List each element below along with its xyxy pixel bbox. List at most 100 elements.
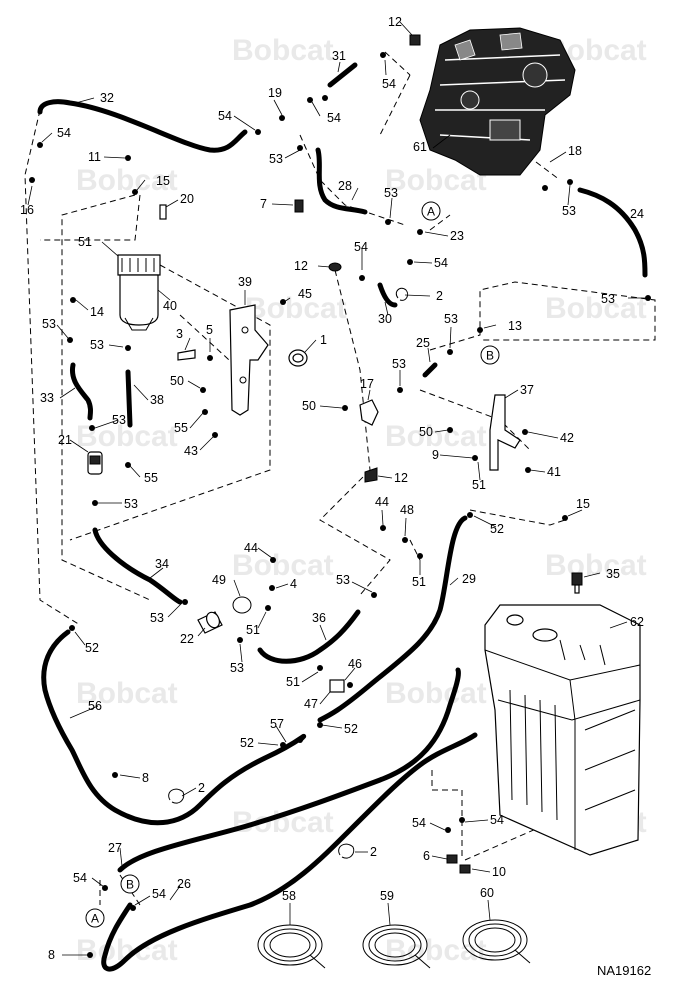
hose-56 bbox=[41, 629, 307, 826]
callout-36: 36 bbox=[312, 611, 326, 625]
callout-16: 16 bbox=[20, 203, 34, 217]
watermark: Bobcat bbox=[76, 934, 178, 967]
callout-59: 59 bbox=[380, 889, 394, 903]
callout-52: 52 bbox=[490, 522, 504, 536]
callout-55: 55 bbox=[144, 471, 158, 485]
callout-6: 6 bbox=[423, 849, 430, 863]
fuel-filter-22 bbox=[197, 611, 223, 634]
callout-41: 41 bbox=[547, 465, 561, 479]
callout-47: 47 bbox=[304, 697, 318, 711]
hose-coil-59 bbox=[362, 924, 431, 969]
callout-54: 54 bbox=[434, 256, 448, 270]
callout-3: 3 bbox=[176, 327, 183, 341]
callout-2: 2 bbox=[370, 845, 377, 859]
callout-39: 39 bbox=[238, 275, 252, 289]
callout-50: 50 bbox=[170, 374, 184, 388]
seal-1 bbox=[288, 349, 308, 367]
callout-15: 15 bbox=[576, 497, 590, 511]
callout-53: 53 bbox=[230, 661, 244, 675]
callout-31: 31 bbox=[332, 49, 346, 63]
drawing-number: NA19162 bbox=[597, 963, 651, 978]
callout-53: 53 bbox=[90, 338, 104, 352]
fitting-17 bbox=[359, 399, 379, 426]
callout-52: 52 bbox=[344, 722, 358, 736]
callout-43: 43 bbox=[184, 444, 198, 458]
hose-38 bbox=[125, 369, 133, 428]
callout-15: 15 bbox=[156, 174, 170, 188]
callout-33: 33 bbox=[40, 391, 54, 405]
callout-53: 53 bbox=[601, 292, 615, 306]
callout-12: 12 bbox=[294, 259, 308, 273]
bracket-39 bbox=[229, 304, 269, 416]
callout-54: 54 bbox=[73, 871, 87, 885]
connection-point-b: B bbox=[486, 349, 494, 363]
callout-62: 62 bbox=[630, 615, 644, 629]
callout-53: 53 bbox=[562, 204, 576, 218]
clamp-2-c bbox=[338, 843, 355, 859]
watermark: Bobcat bbox=[232, 34, 334, 67]
callout-54: 54 bbox=[382, 77, 396, 91]
callout-13: 13 bbox=[508, 319, 522, 333]
callout-51: 51 bbox=[286, 675, 300, 689]
connection-points: A B B A bbox=[85, 201, 500, 928]
callout-1: 1 bbox=[320, 333, 327, 347]
fuel-tank bbox=[484, 604, 641, 856]
connection-point-b: B bbox=[126, 878, 134, 892]
callout-54: 54 bbox=[57, 126, 71, 140]
callout-17: 17 bbox=[360, 377, 374, 391]
watermark: Bobcat bbox=[76, 420, 178, 453]
callout-10: 10 bbox=[492, 865, 506, 879]
plug-12a bbox=[409, 34, 421, 46]
plug-12c bbox=[364, 467, 378, 483]
callout-2: 2 bbox=[198, 781, 205, 795]
callout-12: 12 bbox=[394, 471, 408, 485]
watermark: Bobcat bbox=[385, 677, 487, 710]
plug-12b bbox=[328, 262, 342, 272]
callout-20: 20 bbox=[180, 192, 194, 206]
hose-30 bbox=[377, 282, 398, 308]
callout-61: 61 bbox=[413, 140, 427, 154]
hose-24 bbox=[577, 187, 648, 278]
callout-54: 54 bbox=[152, 887, 166, 901]
callout-44: 44 bbox=[244, 541, 258, 555]
hoses bbox=[37, 62, 648, 972]
connection-point-a: A bbox=[427, 205, 435, 219]
callout-50: 50 bbox=[302, 399, 316, 413]
callout-11: 11 bbox=[88, 150, 101, 164]
clamp-2-b bbox=[168, 788, 185, 804]
callout-54: 54 bbox=[354, 240, 368, 254]
callout-46: 46 bbox=[348, 657, 362, 671]
callout-53: 53 bbox=[112, 413, 126, 427]
callout-44: 44 bbox=[375, 495, 389, 509]
callout-32: 32 bbox=[100, 91, 114, 105]
clip-7 bbox=[294, 199, 304, 213]
watermark: Bobcat bbox=[385, 934, 487, 967]
callout-8: 8 bbox=[142, 771, 149, 785]
fittings bbox=[29, 52, 651, 958]
hose-28 bbox=[315, 147, 368, 215]
callout-23: 23 bbox=[450, 229, 464, 243]
callout-45: 45 bbox=[298, 287, 312, 301]
callout-34: 34 bbox=[155, 557, 169, 571]
callout-54: 54 bbox=[412, 816, 426, 830]
callout-51: 51 bbox=[472, 478, 486, 492]
callout-24: 24 bbox=[630, 207, 644, 221]
callout-57: 57 bbox=[270, 717, 284, 731]
callout-54: 54 bbox=[490, 813, 504, 827]
callout-51: 51 bbox=[78, 235, 92, 249]
callout-56: 56 bbox=[88, 699, 102, 713]
hose-29 bbox=[317, 515, 468, 723]
hose-36 bbox=[257, 609, 361, 664]
callout-53: 53 bbox=[392, 357, 406, 371]
callout-leaders bbox=[27, 21, 645, 956]
callout-53: 53 bbox=[42, 317, 56, 331]
callout-7: 7 bbox=[260, 197, 267, 211]
fitting-3 bbox=[177, 349, 196, 361]
callout-58: 58 bbox=[282, 889, 296, 903]
callout-30: 30 bbox=[378, 312, 392, 326]
fuel-filter-assembly bbox=[117, 254, 161, 331]
callout-18: 18 bbox=[568, 144, 582, 158]
callout-53: 53 bbox=[150, 611, 164, 625]
hose-33 bbox=[69, 362, 93, 421]
